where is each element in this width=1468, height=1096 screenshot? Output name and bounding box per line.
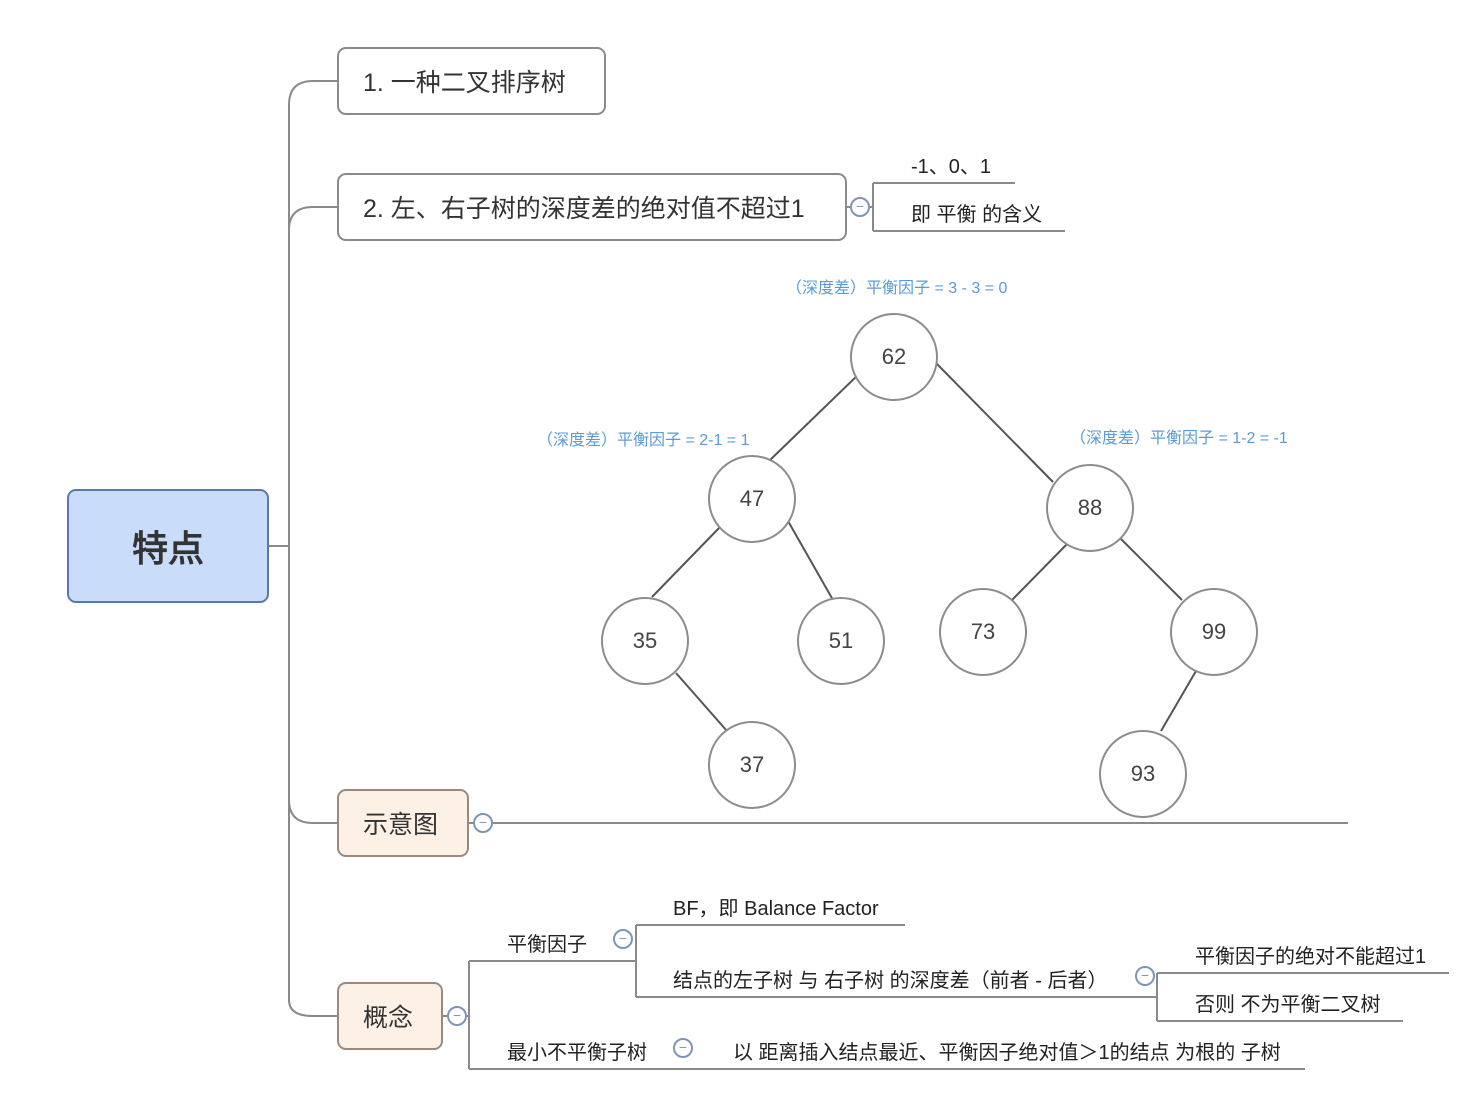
tree-edge bbox=[787, 520, 834, 601]
tree-edge bbox=[1011, 540, 1071, 601]
tree-node: 88 bbox=[1046, 464, 1134, 552]
subtopic-not-balanced[interactable]: 否则 不为平衡二叉树 bbox=[1195, 994, 1381, 1016]
tree-node: 47 bbox=[708, 455, 796, 543]
collapse-icon[interactable]: − bbox=[850, 197, 870, 217]
tree-edge bbox=[1120, 538, 1183, 601]
branch-diagram[interactable]: 示意图 bbox=[337, 789, 469, 857]
collapse-icon[interactable]: − bbox=[1135, 966, 1155, 986]
tree-node: 51 bbox=[797, 597, 885, 685]
tree-node: 37 bbox=[708, 721, 796, 809]
subtopic-depth-difference[interactable]: 结点的左子树 与 右子树 的深度差（前者 - 后者） bbox=[673, 970, 1108, 992]
tree-node: 93 bbox=[1099, 730, 1187, 818]
collapse-icon[interactable]: − bbox=[473, 813, 493, 833]
tree-edge bbox=[1160, 670, 1197, 732]
collapse-icon[interactable]: − bbox=[447, 1006, 467, 1026]
tree-node: 73 bbox=[939, 588, 1027, 676]
subtopic-min-unbalanced-desc[interactable]: 以 距离插入结点最近、平衡因子绝对值＞1的结点 为根的 子树 bbox=[733, 1042, 1281, 1064]
root-topic[interactable]: 特点 bbox=[67, 489, 269, 603]
branch-binary-sort-tree[interactable]: 1. 一种二叉排序树 bbox=[337, 47, 606, 115]
tree-node: 35 bbox=[601, 597, 689, 685]
branch-depth-difference[interactable]: 2. 左、右子树的深度差的绝对值不超过1 bbox=[337, 173, 847, 241]
subtopic-balance-meaning[interactable]: 即 平衡 的含义 bbox=[911, 204, 1043, 226]
tree-node: 62 bbox=[850, 313, 938, 401]
balance-factor-annotation: （深度差）平衡因子 = 2-1 = 1 bbox=[537, 432, 750, 449]
balance-factor-annotation: （深度差）平衡因子 = 1-2 = -1 bbox=[1070, 430, 1288, 447]
collapse-icon[interactable]: − bbox=[673, 1038, 693, 1058]
subtopic-balance-factor[interactable]: 平衡因子 bbox=[507, 934, 587, 956]
subtopic-values[interactable]: -1、0、1 bbox=[911, 156, 992, 178]
collapse-icon[interactable]: − bbox=[613, 929, 633, 949]
tree-edge bbox=[767, 372, 861, 463]
tree-edge bbox=[651, 525, 722, 598]
subtopic-bf-definition[interactable]: BF，即 Balance Factor bbox=[673, 898, 879, 920]
tree-edge bbox=[936, 363, 1054, 483]
subtopic-abs-limit[interactable]: 平衡因子的绝对不能超过1 bbox=[1195, 946, 1427, 968]
subtopic-min-unbalanced-subtree[interactable]: 最小不平衡子树 bbox=[507, 1042, 647, 1064]
tree-edge bbox=[675, 672, 728, 732]
branch-concept[interactable]: 概念 bbox=[337, 982, 443, 1050]
balance-factor-annotation: （深度差）平衡因子 = 3 - 3 = 0 bbox=[786, 280, 1008, 297]
tree-node: 99 bbox=[1170, 588, 1258, 676]
